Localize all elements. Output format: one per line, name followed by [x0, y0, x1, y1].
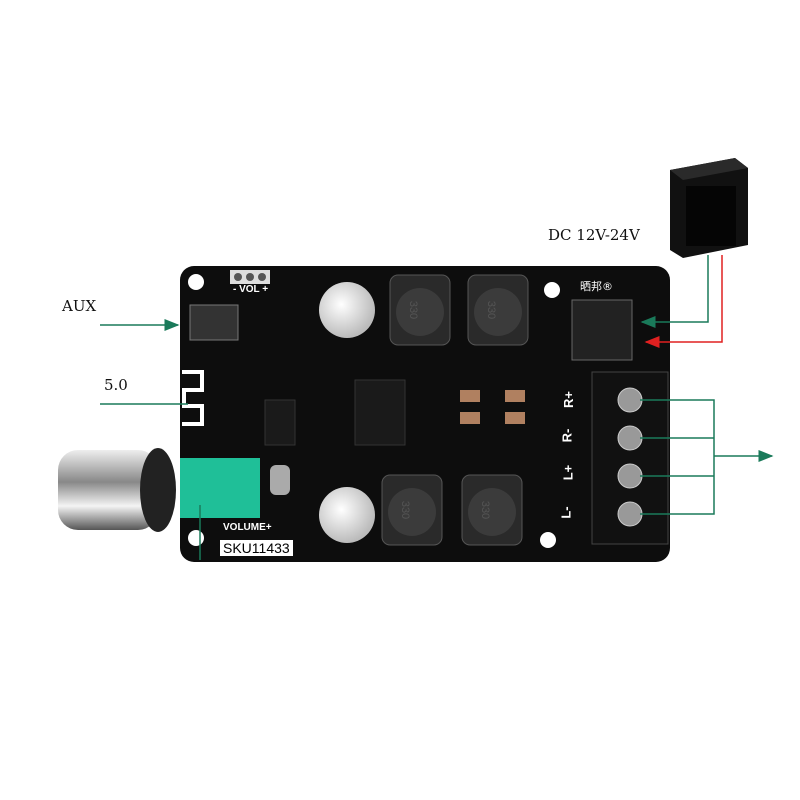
inductor-marking: 330: [407, 300, 420, 320]
aux-label: AUX: [62, 297, 97, 315]
volume-knob: [58, 448, 176, 532]
terminal-label-r-minus: R-: [559, 428, 575, 443]
vol-header-label: - VOL +: [233, 284, 269, 295]
power-supply-icon: [670, 158, 748, 258]
terminal-label-l-minus: L-: [558, 506, 574, 519]
wiring: [100, 255, 774, 560]
terminal-label-l-plus: L+: [560, 464, 576, 481]
brand-label: 晒邦®: [580, 280, 613, 293]
volume-label: VOLUME+: [223, 522, 272, 533]
power-label: DC 12V-24V: [548, 226, 640, 244]
amplifier-board: [180, 266, 670, 562]
inductor-marking: 330: [485, 300, 498, 320]
inductor-marking: 330: [399, 500, 412, 520]
terminal-label-r-plus: R+: [560, 391, 576, 408]
bluetooth-label: 5.0: [104, 376, 128, 394]
sku-label: SKU11433: [220, 540, 293, 556]
inductor-marking: 330: [479, 500, 492, 520]
